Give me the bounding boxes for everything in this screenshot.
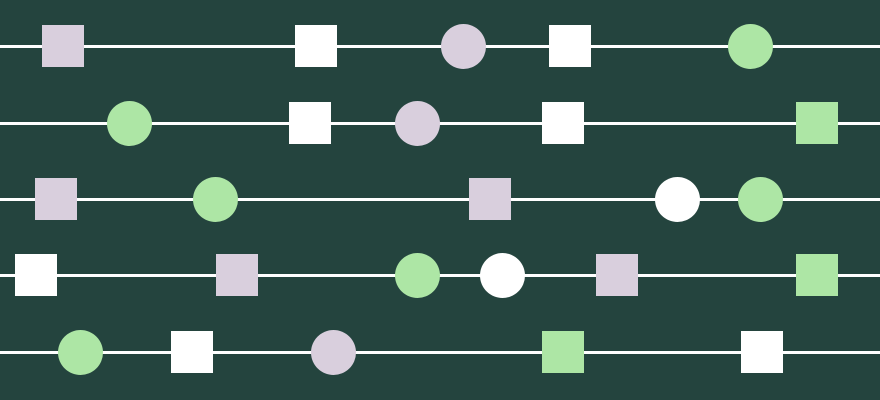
green-square bbox=[796, 254, 838, 296]
green-circle bbox=[394, 252, 440, 298]
track-line bbox=[0, 121, 880, 125]
white-square bbox=[741, 331, 783, 373]
white-square bbox=[549, 25, 591, 67]
white-circle bbox=[654, 176, 700, 222]
green-circle bbox=[737, 176, 783, 222]
green-square bbox=[542, 331, 584, 373]
track-line bbox=[0, 350, 880, 354]
green-circle bbox=[727, 23, 773, 69]
lavender-circle bbox=[310, 329, 356, 375]
green-square bbox=[796, 102, 838, 144]
lavender-square bbox=[216, 254, 258, 296]
lavender-circle bbox=[440, 23, 486, 69]
white-circle bbox=[479, 252, 525, 298]
white-square bbox=[15, 254, 57, 296]
lavender-square bbox=[469, 178, 511, 220]
lavender-square bbox=[35, 178, 77, 220]
green-circle bbox=[192, 176, 238, 222]
lavender-circle bbox=[394, 100, 440, 146]
white-square bbox=[289, 102, 331, 144]
track-line bbox=[0, 44, 880, 48]
lavender-square bbox=[42, 25, 84, 67]
white-square bbox=[295, 25, 337, 67]
green-circle bbox=[57, 329, 103, 375]
track-line bbox=[0, 273, 880, 277]
lavender-square bbox=[596, 254, 638, 296]
white-square bbox=[171, 331, 213, 373]
track-line bbox=[0, 197, 880, 201]
white-square bbox=[542, 102, 584, 144]
green-circle bbox=[106, 100, 152, 146]
